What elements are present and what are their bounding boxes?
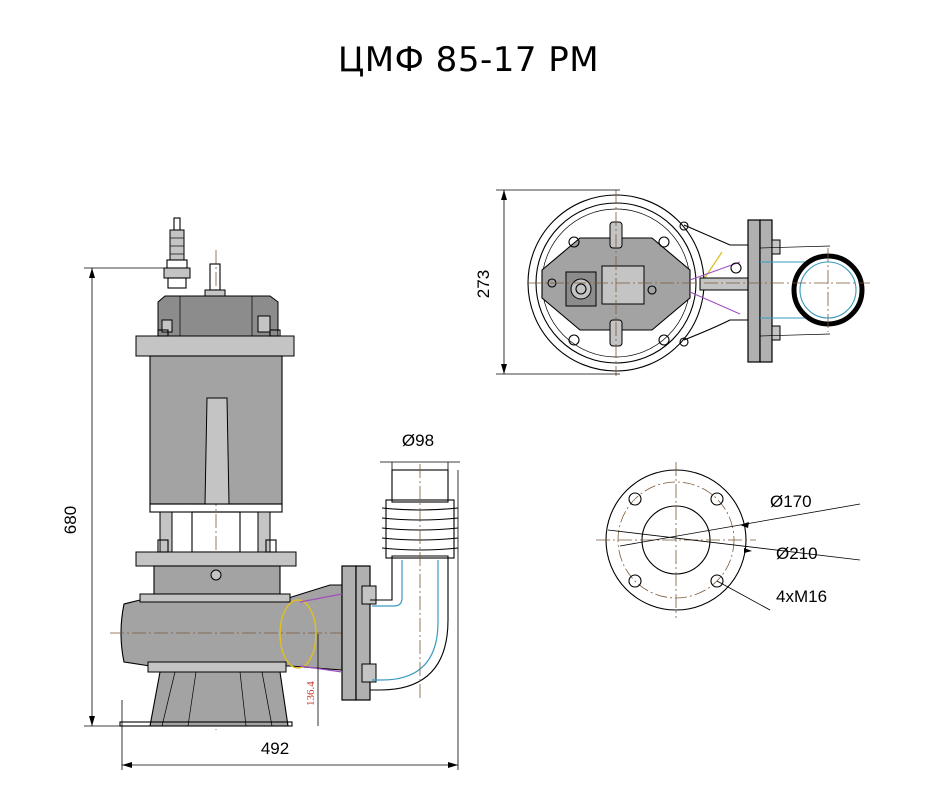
junction-box [601,265,645,305]
dim-flange-outer: Ø210 [776,544,818,563]
dim-flange-bolts: 4xM16 [776,587,827,606]
flange-detail-view: Ø170 Ø210 4xM16 [596,462,861,618]
discharge-elbow [355,464,459,701]
top-view-outlet-flange [747,219,761,363]
flange-bolt-hole [628,574,642,588]
flange-bolt-hole [628,492,642,506]
dim-bolt-circle: Ø170 [770,492,812,511]
dim-top-view-273: 273 [474,270,493,298]
discharge-opening-contour [279,599,317,669]
lifting-handle [204,263,226,301]
dim-width-492: 492 [261,739,289,758]
dim-outlet-center-height: 136.4 [305,681,317,706]
left-bracket [159,511,173,553]
dim-height-680: 680 [61,506,80,534]
middle-flange-plate [135,551,297,567]
pump-outlet-flange [341,565,357,701]
right-bracket [257,511,271,553]
flange-bolt-hole [710,574,724,588]
flange-bolt-bottom [361,663,377,683]
drawing-title: ЦМФ 85-17 РМ [337,40,600,80]
dim-outlet-diameter: Ø98 [402,431,434,450]
pump-top-view: 273 [474,189,870,376]
cable-gland [163,217,191,289]
leader-bolts [716,580,771,611]
flange-bolt-hole [710,492,724,506]
top-flange-plate [135,335,295,357]
motor-shaft-tube [204,397,230,505]
pump-side-view [110,217,357,730]
base-ring [147,661,287,673]
leader-outer [607,529,861,561]
flange-bolt-top [361,585,377,605]
side-view-dimensions: 680 492 Ø98 136.4 [61,267,460,770]
